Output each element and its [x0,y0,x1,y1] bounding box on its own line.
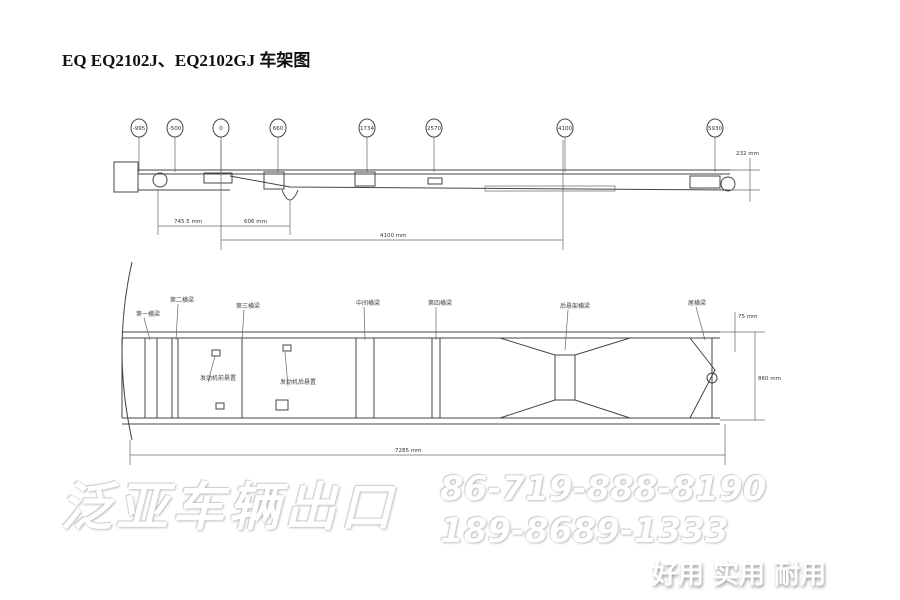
part-label: 第二横梁 [170,296,194,304]
part-label: 第三横梁 [236,302,260,310]
station-label: -500 [169,126,182,132]
station-marker: -500 [166,118,184,172]
station-marker: -995 [130,118,148,172]
station-label: 5930 [708,126,722,132]
dim-7285: 7285 mm [395,448,421,454]
watermark-phone2: 189-8689-1333 [440,511,729,551]
side-view: -995 -500 0 660 1734 2570 4100 5930 745.5 mm 60… [113,118,760,250]
page-title: EQ EQ2102J、EQ2102GJ 车架图 [62,51,311,70]
part-label: 中间横梁 [356,299,380,307]
dim-606: 606 mm [244,219,267,225]
part-label: 后悬架横梁 [560,302,590,310]
station-label: 1734 [360,126,374,132]
part-label: 第四横梁 [428,299,452,307]
station-marker: 2570 [425,118,443,172]
part-label: 尾横梁 [688,299,706,307]
station-marker: 1734 [358,118,376,172]
watermark-company: 泛亚车辆出口 [60,477,397,538]
station-label: 2570 [427,126,441,132]
dim-75: 75 mm [738,314,757,320]
station-label: 0 [219,126,223,132]
part-label: 第一横梁 [136,310,160,318]
station-marker: 5930 [706,118,724,172]
station-marker: 660 [269,118,287,172]
front-bumper [113,161,139,193]
part-label: 发动机前悬置 [200,374,236,382]
station-marker: 4100 [556,118,574,172]
dim-232: 232 mm [736,151,759,157]
station-label: 660 [273,126,284,132]
watermark-slogan: 好用 实用 耐用 [652,560,827,590]
watermark-phone1: 86-719-888-8190 [440,469,767,509]
station-label: 4100 [558,126,572,132]
part-label: 发动机后悬置 [280,378,316,386]
dim-4100: 4100 mm [380,233,406,239]
dim-860: 860 mm [758,376,781,382]
dim-745: 745.5 mm [174,219,202,225]
station-label: -995 [133,126,146,132]
